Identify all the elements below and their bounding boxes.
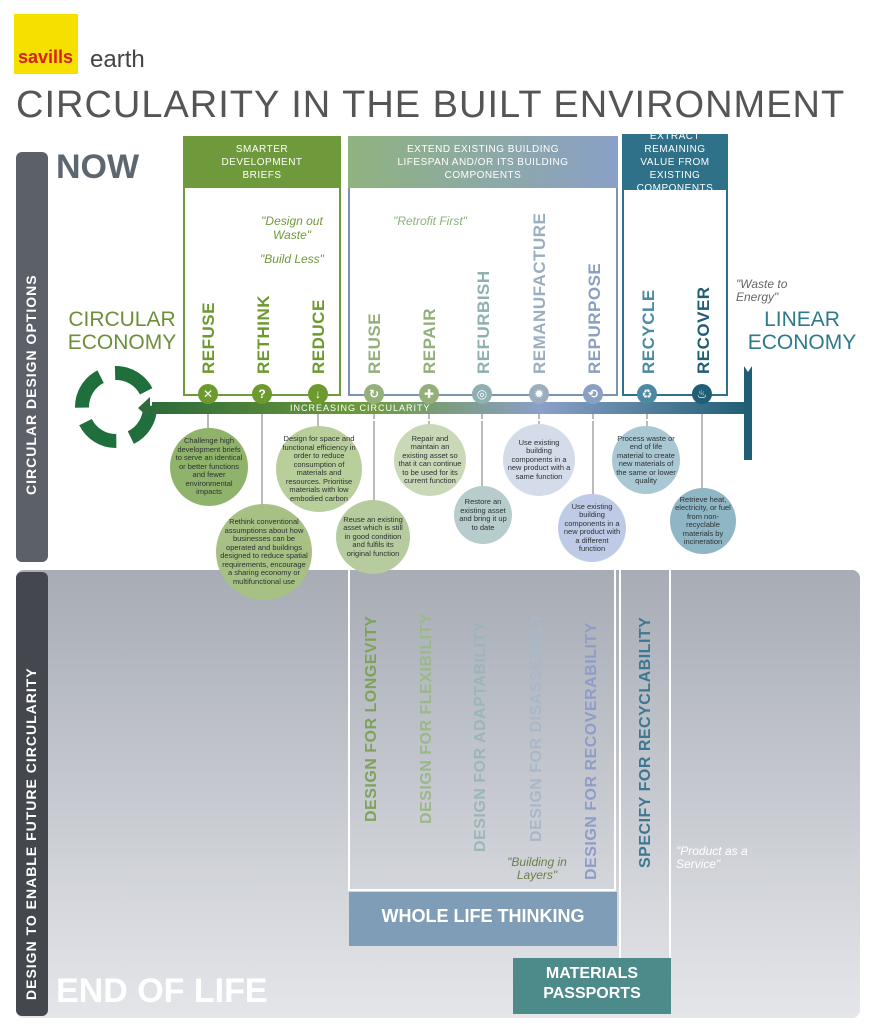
stage-remanufacture: REMANUFACTURE bbox=[530, 212, 549, 374]
desc-repurpose: Use existing building components in a ne… bbox=[558, 494, 626, 562]
quote-design-out-waste: "Design out Waste" bbox=[261, 214, 323, 242]
stage-recycle: RECYCLE bbox=[639, 289, 658, 374]
desc-refuse: Challenge high development briefs to ser… bbox=[170, 428, 248, 506]
extract-value-frame bbox=[622, 188, 728, 396]
question-icon: ? bbox=[252, 384, 272, 404]
smarter-briefs-text: SMARTER DEVELOPMENT BRIEFS bbox=[221, 143, 303, 181]
now-label: NOW bbox=[56, 148, 140, 186]
quote-product-as-service: "Product as a Service" bbox=[676, 844, 748, 871]
desc-reduce: Design for space and functional efficien… bbox=[276, 426, 362, 512]
quote-waste-to-energy: "Waste to Energy" bbox=[736, 277, 788, 304]
recycle-icon: ♻ bbox=[637, 384, 657, 404]
desc-recover: Retrieve heat, electricity, or fuel from… bbox=[670, 488, 736, 554]
smarter-briefs-header: SMARTER DEVELOPMENT BRIEFS bbox=[183, 136, 341, 188]
design-for-recoverability: DESIGN FOR RECOVERABILITY bbox=[583, 622, 600, 880]
future-circularity-bar bbox=[16, 572, 48, 1016]
stage-repair: REPAIR bbox=[420, 308, 439, 374]
stage-reuse: REUSE bbox=[365, 312, 384, 374]
flame-icon: ♨ bbox=[692, 384, 712, 404]
circularity-arrowhead bbox=[138, 397, 150, 419]
end-of-life-label: END OF LIFE bbox=[56, 972, 268, 1010]
specify-for-recyclability: SPECIFY FOR RECYCLABILITY bbox=[637, 616, 654, 868]
whole-life-thinking-box: WHOLE LIFE THINKING bbox=[349, 892, 617, 946]
design-for-flexibility: DESIGN FOR FLEXIBILITY bbox=[418, 612, 435, 824]
reuse-icon: ↻ bbox=[364, 384, 384, 404]
materials-passports-box: MATERIALS PASSPORTS bbox=[513, 958, 671, 1014]
stage-repurpose: REPURPOSE bbox=[585, 262, 604, 374]
circular-economy-label: CIRCULAR ECONOMY bbox=[67, 308, 177, 354]
quote-build-less: "Build Less" bbox=[260, 252, 324, 266]
desc-rethink: Rethink conventional assumptions about h… bbox=[216, 504, 312, 600]
savills-logo-text: savills bbox=[18, 47, 74, 67]
circularity-arrow bbox=[152, 402, 750, 414]
x-icon: ✕ bbox=[198, 384, 218, 404]
linear-end-notch bbox=[740, 360, 756, 372]
extract-value-text: EXTRACT REMAINING VALUE FROM EXISTING CO… bbox=[636, 130, 714, 194]
desc-repair: Repair and maintain an existing asset so… bbox=[394, 424, 466, 496]
circular-design-options-bar bbox=[16, 152, 48, 562]
whole-life-frame bbox=[348, 419, 616, 891]
linear-economy-label: LINEAR ECONOMY bbox=[747, 308, 857, 354]
desc-reuse: Reuse an existing asset which is still i… bbox=[336, 500, 410, 574]
page-title: CIRCULARITY IN THE BUILT ENVIRONMENT bbox=[16, 84, 846, 126]
design-for-adaptability: DESIGN FOR ADAPTABILITY bbox=[472, 620, 489, 852]
design-for-longevity: DESIGN FOR LONGEVITY bbox=[363, 615, 380, 822]
quote-retrofit-first: "Retrofit First" bbox=[393, 214, 467, 228]
desc-remanufacture: Use existing building components in a ne… bbox=[503, 424, 575, 496]
savills-logo: savills bbox=[14, 14, 78, 74]
stage-refurbish: REFURBISH bbox=[474, 270, 493, 374]
design-for-disassembly: DESIGN FOR DISASSEMBLY bbox=[528, 612, 545, 842]
desc-recycle: Process waste or end of life material to… bbox=[612, 426, 680, 494]
gear-icon: ✹ bbox=[529, 384, 549, 404]
refurbish-icon: ◎ bbox=[472, 384, 492, 404]
extend-lifespan-text: EXTEND EXISTING BUILDING LIFESPAN AND/OR… bbox=[397, 143, 569, 181]
linear-end-bar bbox=[744, 360, 752, 460]
earth-logo: earth bbox=[90, 46, 145, 73]
tools-icon: ✚ bbox=[419, 384, 439, 404]
stage-refuse: REFUSE bbox=[199, 302, 218, 374]
extend-lifespan-header: EXTEND EXISTING BUILDING LIFESPAN AND/OR… bbox=[348, 136, 618, 188]
stage-recover: RECOVER bbox=[694, 286, 713, 374]
down-arrow-icon: ↓ bbox=[308, 384, 328, 404]
stage-reduce: REDUCE bbox=[309, 299, 328, 374]
stage-rethink: RETHINK bbox=[254, 294, 273, 374]
increasing-circularity-label: INCREASING CIRCULARITY bbox=[290, 403, 431, 413]
extract-value-header: EXTRACT REMAINING VALUE FROM EXISTING CO… bbox=[622, 131, 728, 194]
repurpose-icon: ⟲ bbox=[583, 384, 603, 404]
quote-building-in-layers: "Building in Layers" bbox=[507, 855, 567, 882]
desc-refurbish: Restore an existing asset and bring it u… bbox=[454, 486, 512, 544]
